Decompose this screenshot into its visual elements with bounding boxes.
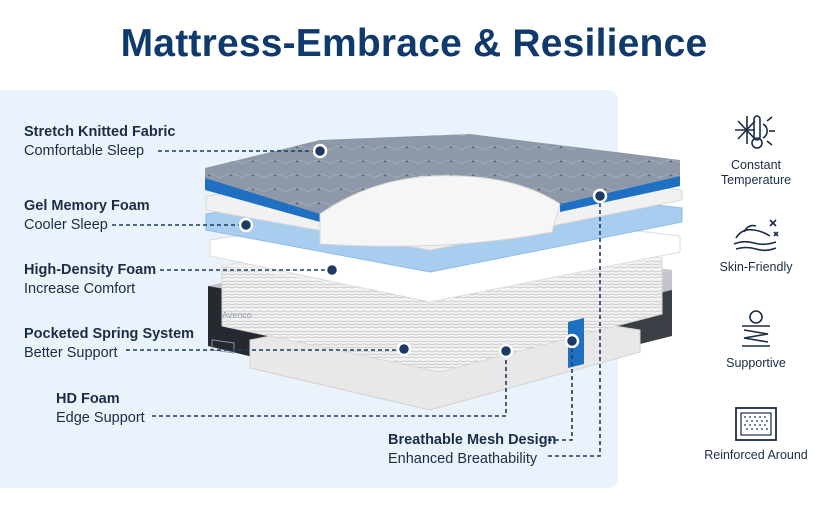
layer-subtitle: Better Support	[24, 345, 118, 361]
layer-subtitle: Edge Support	[56, 410, 145, 426]
label-pocketed-spring-system: Pocketed Spring System Better Support	[24, 325, 194, 363]
layer-title: Pocketed Spring System	[24, 326, 195, 342]
brand-logo: Avenco	[222, 310, 252, 320]
layer-title: HD Foam	[56, 391, 120, 407]
label-hd-foam: HD Foam Edge Support	[56, 390, 145, 428]
label-gel-memory-foam: Gel Memory Foam Cooler Sleep	[24, 197, 150, 235]
layer-subtitle: Cooler Sleep	[24, 217, 108, 233]
layer-subtitle: Increase Comfort	[24, 281, 136, 297]
layer-title: Breathable Mesh Design	[388, 432, 557, 448]
feature-constant-temperature: Constant Temperature	[696, 110, 816, 188]
feature-label-line2: Temperature	[720, 173, 792, 187]
label-stretch-knitted-fabric: Stretch Knitted Fabric Comfortable Sleep	[24, 123, 175, 161]
label-breathable-mesh-design: Breathable Mesh Design Enhanced Breathab…	[388, 431, 556, 469]
layer-title: Stretch Knitted Fabric	[24, 124, 176, 140]
feature-label: Supportive	[726, 356, 786, 370]
label-high-density-foam: High-Density Foam Increase Comfort	[24, 261, 156, 299]
hand-fabric-icon	[733, 219, 779, 252]
thermometer-snowflake-sun-icon	[735, 115, 775, 149]
feature-skin-friendly: Skin-Friendly	[696, 214, 816, 275]
layer-title: High-Density Foam	[24, 262, 157, 278]
layer-subtitle: Comfortable Sleep	[24, 143, 145, 159]
page-title: Mattress-Embrace & Resilience	[120, 22, 708, 65]
feature-label: Reinforced Around	[704, 448, 808, 462]
spring-support-icon	[742, 310, 770, 347]
layer-subtitle: Enhanced Breathability	[388, 451, 538, 467]
feature-supportive: Supportive	[696, 308, 816, 371]
callout-lines	[112, 150, 601, 457]
feature-label: Constant	[730, 158, 782, 172]
callout-markers	[238, 143, 608, 359]
feature-reinforced-around: Reinforced Around	[696, 406, 816, 463]
reinforced-frame-icon	[735, 407, 777, 441]
feature-label: Skin-Friendly	[719, 260, 793, 274]
layer-title: Gel Memory Foam	[24, 198, 150, 214]
